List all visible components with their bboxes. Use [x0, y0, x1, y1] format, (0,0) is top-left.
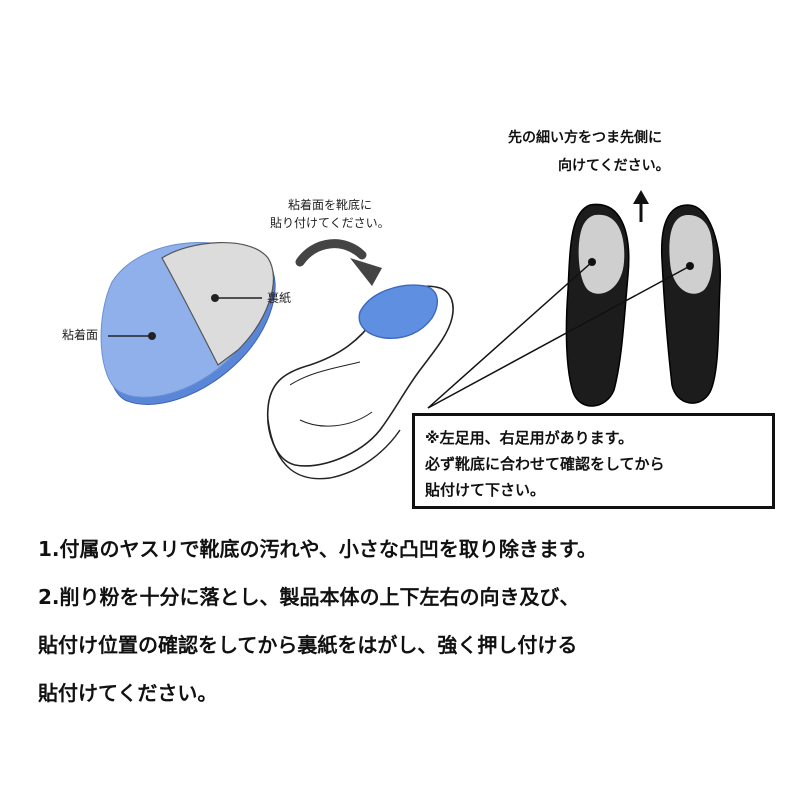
instruction-line2: 2.削り粉を十分に落とし、製品本体の上下左右の向き及び、	[38, 585, 580, 609]
note-line3: 貼付けて下さい。	[425, 481, 546, 499]
right-insole	[660, 204, 721, 404]
instruction-line4: 貼付けてください。	[38, 681, 218, 705]
note-line1: ※左足用、右足用があります。	[425, 429, 634, 447]
left-insole	[565, 203, 630, 407]
instruction-steps: 1.付属のヤスリで靴底の汚れや、小さな凸凹を取り除きます。 2.削り粉を十分に落…	[38, 525, 597, 717]
left-right-note-box: ※左足用、右足用があります。 必ず靴底に合わせて確認をしてから 貼付けて下さい。	[412, 413, 775, 509]
adhesive-surface-label: 粘着面	[62, 328, 99, 342]
pointer-lines	[427, 261, 691, 409]
curved-arrow-icon	[295, 239, 382, 286]
heel-pad-illustration	[100, 242, 276, 405]
shoe-illustration	[266, 284, 454, 480]
instruction-line3: 貼付け位置の確認をしてから裏紙をはがし、強く押し付ける	[38, 633, 578, 657]
note-line2: 必ず靴底に合わせて確認をしてから	[425, 455, 665, 473]
backing-paper-label: 裏紙	[267, 291, 292, 305]
toe-direction-line2: 向けてください。	[558, 158, 670, 174]
instruction-line1: 1.付属のヤスリで靴底の汚れや、小さな凸凹を取り除きます。	[38, 537, 597, 561]
stick-instruction-line1: 粘着面を靴底に	[288, 198, 373, 212]
stick-instruction-line2: 貼り付けてください。	[270, 216, 390, 230]
up-arrow-icon	[633, 190, 649, 222]
toe-direction-line1: 先の細い方をつま先側に	[508, 130, 662, 146]
